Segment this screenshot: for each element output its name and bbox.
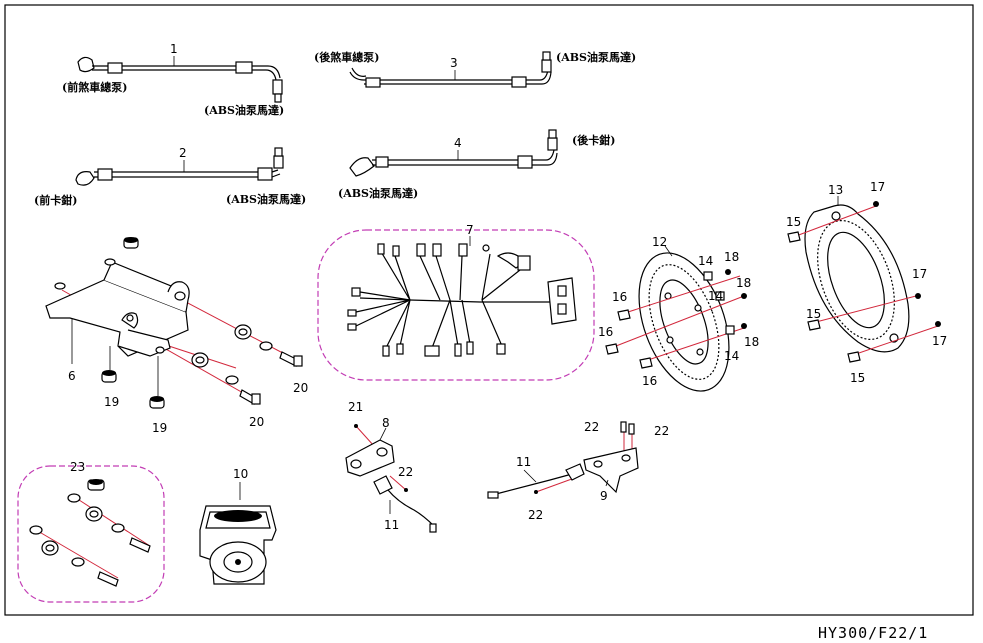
label-part-6: 6 bbox=[68, 369, 76, 383]
grommet-19-b bbox=[149, 396, 165, 409]
label-part-19a: 19 bbox=[104, 395, 119, 409]
caption-abs-motor-3: (ABS油泵馬達) bbox=[556, 50, 636, 64]
tone-ring-13 bbox=[787, 196, 941, 363]
label-part-14b: 14 bbox=[708, 289, 723, 303]
label-part-22c: 22 bbox=[654, 424, 669, 438]
label-part-13: 13 bbox=[828, 183, 843, 197]
label-part-11a: 11 bbox=[384, 518, 399, 532]
label-part-7: 7 bbox=[466, 223, 474, 237]
caption-abs-motor-1: (ABS油泵馬達) bbox=[204, 103, 284, 117]
brake-hose-2 bbox=[75, 147, 284, 186]
label-part-18c: 18 bbox=[744, 335, 759, 349]
group-outline-harness-7 bbox=[317, 229, 595, 381]
tone-ring-12 bbox=[605, 245, 747, 392]
label-part-22d: 22 bbox=[528, 508, 543, 522]
caption-abs-motor-2: (ABS油泵馬達) bbox=[226, 192, 306, 206]
group-outline-kit-23 bbox=[17, 465, 165, 603]
label-part-11b: 11 bbox=[516, 455, 531, 469]
brake-hose-3 bbox=[349, 51, 552, 88]
label-part-1: 1 bbox=[170, 42, 178, 56]
caption-abs-motor-4: (ABS油泵馬達) bbox=[338, 186, 418, 200]
wheel-speed-sensor-11a bbox=[373, 475, 437, 533]
label-part-16a: 16 bbox=[612, 290, 627, 304]
label-part-12: 12 bbox=[652, 235, 667, 249]
sensor-bracket-9 bbox=[534, 421, 639, 494]
label-part-15b: 15 bbox=[806, 307, 821, 321]
diagram-frame bbox=[4, 4, 974, 616]
label-part-23: 23 bbox=[70, 460, 85, 474]
kit-grommet bbox=[87, 479, 105, 491]
abs-modulator-10 bbox=[199, 482, 277, 585]
label-part-16c: 16 bbox=[642, 374, 657, 388]
damper-stack-lower bbox=[191, 352, 261, 405]
caption-front-master-pump: (前煞車總泵) bbox=[62, 80, 127, 94]
label-part-17b: 17 bbox=[912, 267, 927, 281]
label-part-20a: 20 bbox=[293, 381, 308, 395]
mount-kit-23 bbox=[29, 479, 151, 587]
label-part-17a: 17 bbox=[870, 180, 885, 194]
wheel-speed-sensor-11b bbox=[487, 463, 585, 499]
label-part-17c: 17 bbox=[932, 334, 947, 348]
wire-harness-7 bbox=[347, 236, 577, 357]
sensor-bracket-8 bbox=[345, 424, 407, 491]
label-part-15c: 15 bbox=[850, 371, 865, 385]
label-part-18b: 18 bbox=[736, 276, 751, 290]
label-part-20b: 20 bbox=[249, 415, 264, 429]
label-part-18a: 18 bbox=[724, 250, 739, 264]
label-part-2: 2 bbox=[179, 146, 187, 160]
label-part-10: 10 bbox=[233, 467, 248, 481]
label-part-4: 4 bbox=[454, 136, 462, 150]
label-part-22a: 22 bbox=[398, 465, 413, 479]
caption-rear-master-pump: (後煞車總泵) bbox=[314, 50, 379, 64]
label-part-15a: 15 bbox=[786, 215, 801, 229]
label-part-14a: 14 bbox=[698, 254, 713, 268]
label-part-22b: 22 bbox=[584, 420, 599, 434]
label-part-8: 8 bbox=[382, 416, 390, 430]
grommet-19-a bbox=[101, 370, 117, 383]
label-part-16b: 16 bbox=[598, 325, 613, 339]
label-part-9: 9 bbox=[600, 489, 608, 503]
grommet-top bbox=[123, 237, 139, 249]
caption-front-caliper: (前卡鉗) bbox=[34, 193, 77, 207]
bracket-assembly-6 bbox=[45, 237, 303, 409]
caption-rear-caliper: (後卡鉗) bbox=[572, 133, 615, 147]
sheet-code: HY300/F22/1 bbox=[818, 624, 928, 642]
damper-stack-upper bbox=[234, 324, 303, 367]
brake-hose-4 bbox=[349, 129, 558, 177]
label-part-14c: 14 bbox=[724, 349, 739, 363]
brake-hose-1 bbox=[77, 56, 283, 103]
label-part-21: 21 bbox=[348, 400, 363, 414]
label-part-19b: 19 bbox=[152, 421, 167, 435]
label-part-3: 3 bbox=[450, 56, 458, 70]
